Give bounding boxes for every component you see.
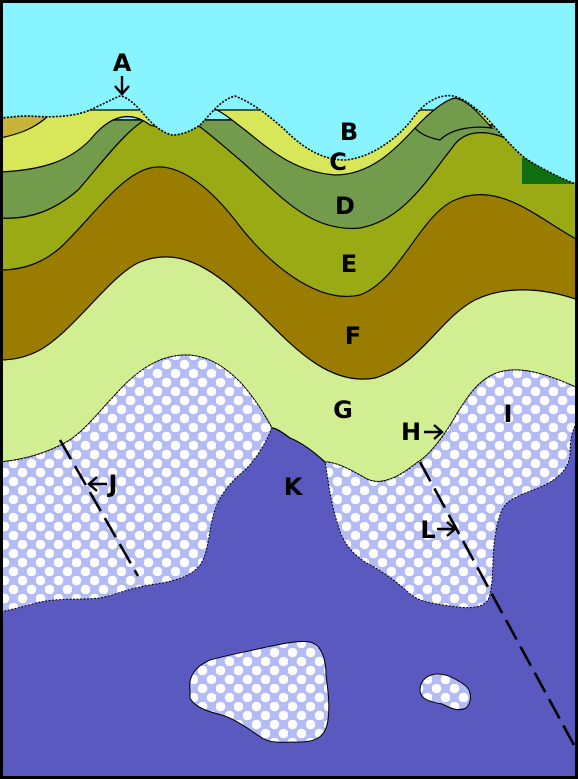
fault-l bbox=[418, 461, 576, 746]
arrow-h bbox=[424, 424, 444, 440]
label-j: J bbox=[107, 470, 118, 498]
label-i: I bbox=[504, 400, 513, 428]
granite-xenolith-large bbox=[189, 641, 330, 743]
sky-above-surface bbox=[2, 2, 576, 185]
label-e: E bbox=[341, 250, 357, 278]
label-k: K bbox=[284, 473, 304, 501]
arrow-j bbox=[87, 476, 107, 492]
granite-body-j bbox=[2, 354, 273, 613]
label-a: A bbox=[113, 49, 132, 77]
fault-j bbox=[58, 439, 140, 577]
label-l: L bbox=[420, 516, 435, 544]
label-b: B bbox=[340, 118, 358, 146]
label-f: F bbox=[345, 322, 361, 350]
label-h: H bbox=[401, 418, 421, 446]
layer-d-right-limb bbox=[414, 97, 494, 141]
label-d: D bbox=[335, 192, 355, 220]
arrow-l bbox=[437, 521, 457, 537]
label-g: G bbox=[333, 396, 353, 424]
granite-xenolith-small bbox=[419, 673, 471, 711]
label-c: C bbox=[329, 148, 347, 176]
layer-d bbox=[2, 111, 576, 230]
erosion-surface bbox=[2, 94, 576, 186]
granite-body-i bbox=[324, 369, 576, 609]
arrow-a bbox=[114, 76, 130, 96]
